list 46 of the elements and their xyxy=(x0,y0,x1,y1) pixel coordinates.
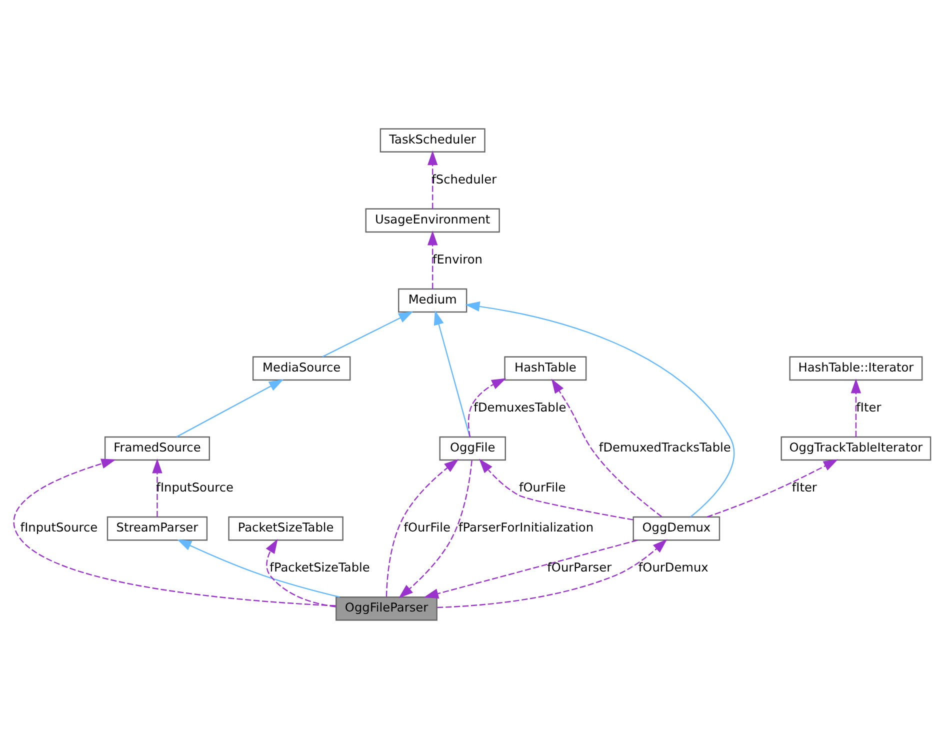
arrow xyxy=(398,460,472,598)
arrow xyxy=(13,458,336,606)
edge-label: fInputSource xyxy=(156,480,234,494)
arrow xyxy=(427,230,438,288)
node-box: StreamParser xyxy=(106,516,208,540)
arrow xyxy=(551,378,662,517)
arrow xyxy=(266,538,336,607)
node-box: OggFile xyxy=(439,436,506,460)
arrow xyxy=(437,538,668,608)
node-box: UsageEnvironment xyxy=(365,208,500,232)
node-box: HashTable xyxy=(504,356,587,380)
edge-label: fOurFile xyxy=(518,480,566,494)
arrow xyxy=(465,300,734,517)
edge-label: fOurDemux xyxy=(638,560,708,574)
node-box: OggFileParser xyxy=(336,596,438,620)
edge-label: fScheduler xyxy=(432,172,497,186)
node-box: OggTrackTableIterator xyxy=(780,436,932,460)
node-box: Medium xyxy=(398,288,468,312)
arrow xyxy=(152,458,162,516)
edge-label: fIter xyxy=(792,480,817,494)
arrow xyxy=(434,310,470,436)
node-box: FramedSource xyxy=(104,436,210,460)
edge-label: fEnviron xyxy=(432,252,482,266)
arrow xyxy=(706,458,838,518)
arrow xyxy=(386,458,459,596)
node-box: MediaSource xyxy=(252,356,351,380)
edge-label: fPacketSizeTable xyxy=(270,560,370,574)
node-box: HashTable::Iterator xyxy=(789,356,923,380)
arrow xyxy=(322,310,414,357)
edge-label: fParserForInitialization xyxy=(458,520,594,534)
arrow xyxy=(176,378,284,437)
node-box: OggDemux xyxy=(632,516,720,540)
edge-label: fDemuxesTable xyxy=(474,400,566,414)
arrow xyxy=(424,539,638,598)
edge-label: fOurParser xyxy=(547,560,612,574)
node-box: PacketSizeTable xyxy=(228,516,344,540)
arrow xyxy=(479,458,634,520)
arrow xyxy=(427,150,438,208)
arrow xyxy=(850,378,862,436)
edge-label: fOurFile xyxy=(404,520,451,534)
edge-label: fDemuxedTracksTable xyxy=(598,440,731,454)
arrow xyxy=(468,378,506,437)
arrow xyxy=(177,538,340,598)
edge-label: fInputSource xyxy=(20,520,98,534)
node-box: TaskScheduler xyxy=(380,128,486,152)
edge-label: fIter xyxy=(856,400,882,414)
